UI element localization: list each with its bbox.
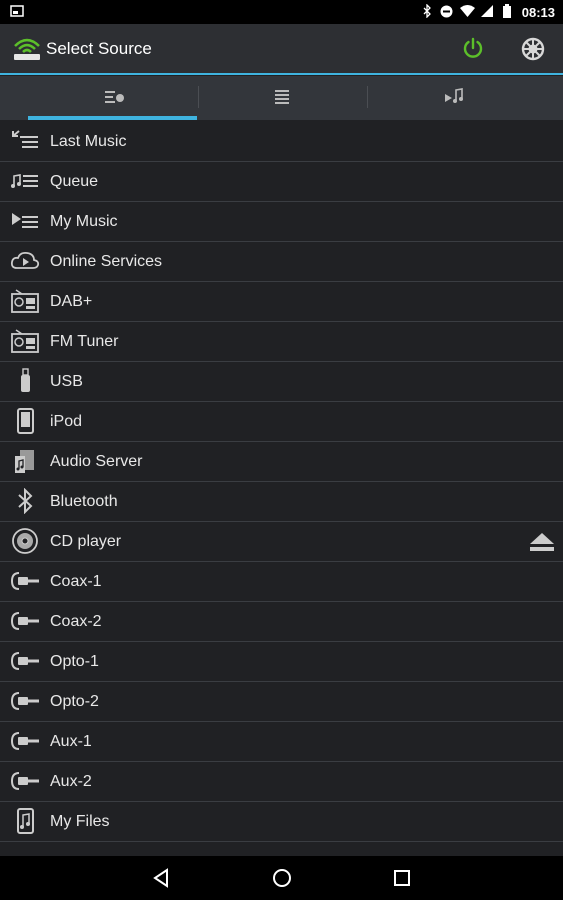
list-item[interactable]: Coax-1: [0, 562, 563, 602]
home-button[interactable]: [270, 866, 294, 890]
list-item[interactable]: FM Tuner: [0, 322, 563, 362]
source-label: Audio Server: [50, 453, 143, 470]
cable-plug-icon: [10, 768, 40, 794]
source-label: Online Services: [50, 253, 163, 270]
back-button[interactable]: [150, 866, 174, 890]
wifi-icon: [459, 5, 475, 20]
status-time: 08:13: [521, 5, 555, 20]
app-bar-divider: [0, 73, 563, 75]
tab-separator: [367, 86, 368, 108]
list-item[interactable]: Bluetooth: [0, 482, 563, 522]
list-item[interactable]: Aux-1: [0, 722, 563, 762]
recents-icon: [394, 870, 410, 886]
screenshot-notification-icon: [10, 5, 24, 20]
list-item[interactable]: Last Music: [0, 122, 563, 162]
brand-logo: [12, 36, 42, 62]
tab-queue[interactable]: [188, 76, 375, 120]
dab-radio-icon: [10, 288, 40, 314]
source-label: USB: [50, 373, 83, 390]
now-playing-icon: [444, 88, 464, 111]
tab-now-playing[interactable]: [360, 76, 547, 120]
cable-plug-icon: [10, 688, 40, 714]
do-not-disturb-icon: [440, 5, 454, 21]
my-music-icon: [10, 208, 40, 234]
ipod-icon: [10, 408, 40, 434]
list-item[interactable]: Aux-2: [0, 762, 563, 802]
cd-icon: [10, 528, 40, 554]
cable-plug-icon: [10, 568, 40, 594]
source-label: Coax-2: [50, 613, 102, 630]
list-item[interactable]: My Music: [0, 202, 563, 242]
queue-icon: [10, 168, 40, 194]
list-item[interactable]: iPod: [0, 402, 563, 442]
source-label: Coax-1: [50, 573, 102, 590]
source-label: iPod: [50, 413, 83, 430]
source-label: Opto-1: [50, 653, 99, 670]
app-bar: Select Source: [0, 24, 563, 74]
cable-plug-icon: [10, 608, 40, 634]
queue-list-icon: [103, 88, 125, 111]
cable-plug-icon: [10, 728, 40, 754]
power-button[interactable]: [461, 36, 485, 60]
cloud-play-icon: [10, 248, 40, 274]
settings-button[interactable]: [520, 36, 546, 62]
source-list: Last Music Queue My Music Online Service…: [0, 122, 563, 842]
list-icon: [274, 88, 290, 111]
source-label: Bluetooth: [50, 493, 118, 510]
list-item[interactable]: USB: [0, 362, 563, 402]
source-label: FM Tuner: [50, 333, 119, 350]
list-item[interactable]: CD player: [0, 522, 563, 562]
source-label: My Files: [50, 813, 110, 830]
tab-indicator: [28, 116, 197, 120]
fm-radio-icon: [10, 328, 40, 354]
source-label: DAB+: [50, 293, 93, 310]
source-label: CD player: [50, 533, 122, 550]
bluetooth-status-icon: [420, 3, 434, 21]
list-item[interactable]: Coax-2: [0, 602, 563, 642]
tab-separator: [198, 86, 199, 108]
tab-bar: [0, 76, 563, 120]
battery-icon: [500, 4, 514, 21]
bluetooth-icon: [10, 487, 40, 515]
list-item[interactable]: Audio Server: [0, 442, 563, 482]
source-label: Queue: [50, 173, 99, 190]
usb-icon: [10, 368, 40, 394]
source-label: My Music: [50, 213, 118, 230]
source-label: Aux-1: [50, 733, 92, 750]
page-title: Select Source: [46, 39, 152, 58]
cable-plug-icon: [10, 648, 40, 674]
gear-icon: [521, 37, 545, 61]
last-music-icon: [10, 128, 40, 154]
eject-icon: [530, 533, 554, 551]
eject-button[interactable]: [528, 532, 556, 552]
home-icon: [273, 869, 291, 887]
audio-server-icon: [10, 448, 40, 474]
source-label: Last Music: [50, 133, 127, 150]
system-nav-bar: [0, 856, 563, 900]
power-icon: [463, 37, 483, 58]
tab-sources[interactable]: [20, 76, 207, 120]
list-item[interactable]: My Files: [0, 802, 563, 842]
recents-button[interactable]: [390, 866, 414, 890]
status-bar: 08:13: [0, 0, 563, 24]
list-item[interactable]: DAB+: [0, 282, 563, 322]
list-item[interactable]: Opto-1: [0, 642, 563, 682]
list-item[interactable]: Queue: [0, 162, 563, 202]
source-label: Opto-2: [50, 693, 99, 710]
music-file-icon: [10, 808, 40, 834]
back-icon: [153, 868, 168, 888]
cell-signal-icon: [480, 5, 494, 20]
list-item[interactable]: Opto-2: [0, 682, 563, 722]
list-item[interactable]: Online Services: [0, 242, 563, 282]
source-label: Aux-2: [50, 773, 92, 790]
